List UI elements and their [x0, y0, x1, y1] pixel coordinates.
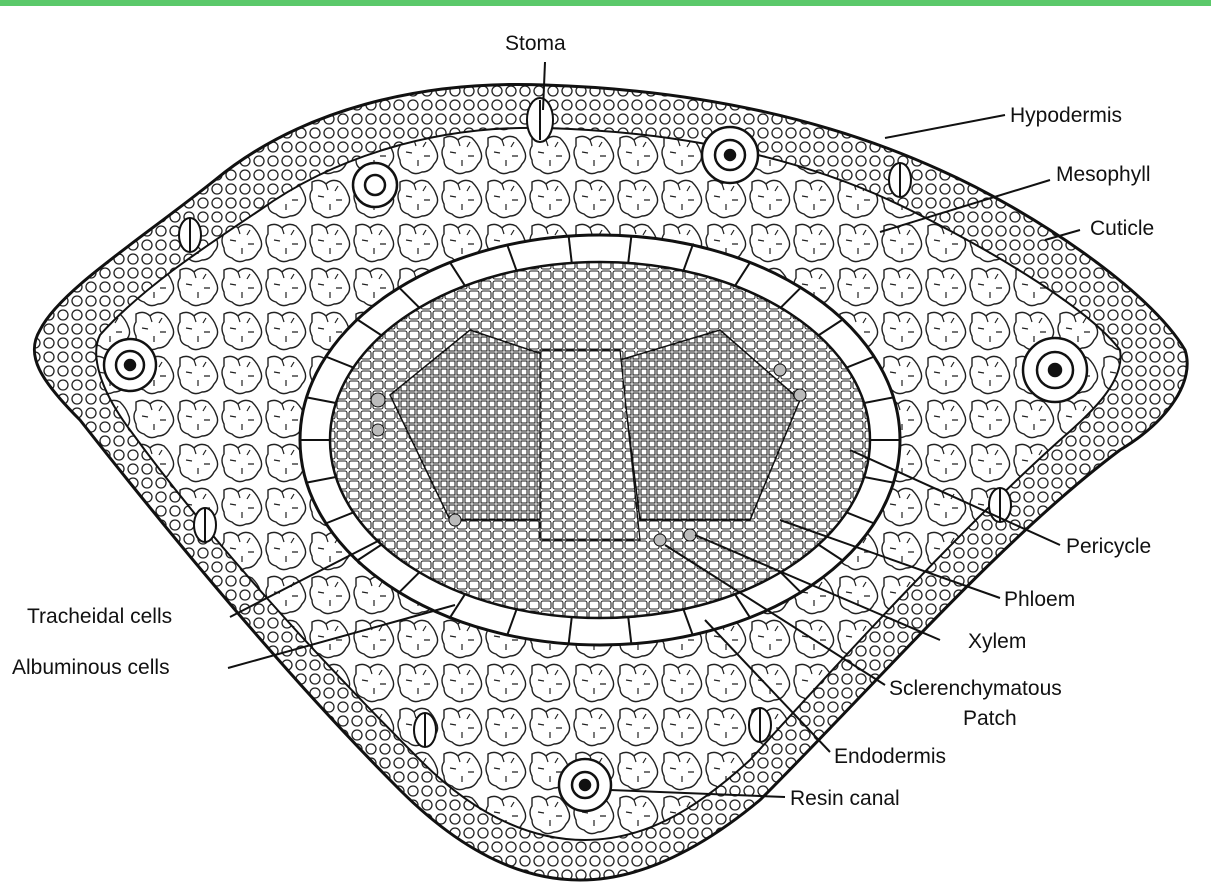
- stoma-top: [527, 98, 553, 142]
- label-patch: Patch: [963, 707, 1017, 731]
- stoma-bottom-right: [749, 708, 771, 742]
- stoma-top-right: [889, 163, 911, 197]
- stoma-bottom-left: [414, 713, 436, 747]
- label-resin-canal: Resin canal: [790, 787, 900, 811]
- label-phloem: Phloem: [1004, 588, 1075, 612]
- label-cuticle: Cuticle: [1090, 217, 1154, 241]
- stoma-lower-left: [194, 508, 216, 542]
- resin-canal-left: [104, 339, 156, 391]
- label-pericycle: Pericycle: [1066, 535, 1151, 559]
- label-xylem: Xylem: [968, 630, 1026, 654]
- label-mesophyll: Mesophyll: [1056, 163, 1151, 187]
- stoma-left: [179, 218, 201, 252]
- resin-canal-right: [1023, 338, 1087, 402]
- label-endodermis: Endodermis: [834, 745, 946, 769]
- label-hypodermis: Hypodermis: [1010, 104, 1122, 128]
- label-albuminous-cells: Albuminous cells: [12, 656, 170, 680]
- resin-canal-bottom: [559, 759, 611, 811]
- resin-canal-top-right: [702, 127, 758, 183]
- label-stoma: Stoma: [505, 32, 566, 56]
- resin-canal-top-left: [353, 163, 397, 207]
- label-sclerenchymatous: Sclerenchymatous: [889, 677, 1062, 701]
- label-tracheidal-cells: Tracheidal cells: [27, 605, 172, 629]
- leader-hypodermis: [885, 115, 1005, 138]
